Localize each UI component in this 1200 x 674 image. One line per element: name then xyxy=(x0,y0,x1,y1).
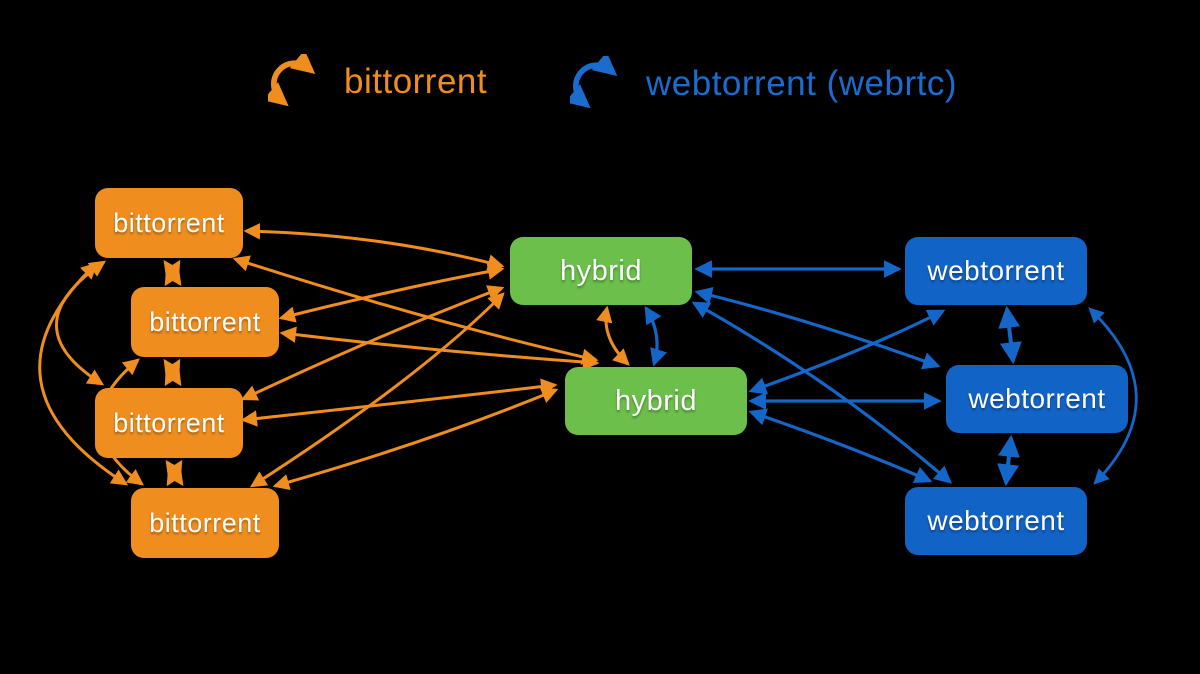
node-bittorrent-2: bittorrent xyxy=(131,287,279,357)
bittorrent-cycle-arrows-icon xyxy=(268,54,316,107)
edge-bittorrent-4-bittorrent-3 xyxy=(166,459,183,487)
edge-bittorrent-3-hybrid-2 xyxy=(240,378,558,427)
edge-bittorrent-4-hybrid-1 xyxy=(249,292,505,488)
edge-webtorrent-2-webtorrent-3 xyxy=(997,434,1020,487)
legend-item-webtorrent: webtorrent (webrtc) xyxy=(570,56,957,112)
node-hybrid-2: hybrid xyxy=(565,367,747,435)
edge-bittorrent-2-hybrid-1 xyxy=(278,263,505,323)
node-bittorrent-4: bittorrent xyxy=(131,488,279,558)
edge-bittorrent-2-hybrid-2 xyxy=(279,326,600,371)
edge-hybrid-1-hybrid-2-bittorrent xyxy=(596,305,630,366)
edge-webtorrent-1-webtorrent-2 xyxy=(998,305,1022,365)
node-webtorrent-3: webtorrent xyxy=(905,487,1087,555)
edge-hybrid-2-webtorrent-1 xyxy=(748,309,946,395)
legend-label-webtorrent: webtorrent (webrtc) xyxy=(646,64,957,103)
edge-hybrid-1-webtorrent-2 xyxy=(694,286,941,370)
legend-label-bittorrent: bittorrent xyxy=(344,62,488,101)
edge-bittorrent-4-hybrid-2 xyxy=(272,387,559,491)
webtorrent-cycle-arrows-icon xyxy=(570,56,618,109)
node-webtorrent-1: webtorrent xyxy=(905,237,1087,305)
edge-hybrid-2-webtorrent-3 xyxy=(748,408,933,484)
edge-webtorrent-1-webtorrent-3 xyxy=(1088,307,1138,485)
node-bittorrent-3: bittorrent xyxy=(95,388,243,458)
node-hybrid-1: hybrid xyxy=(510,237,692,305)
edge-hybrid-1-hybrid-2-webrtc xyxy=(644,305,667,367)
legend-item-bittorrent: bittorrent xyxy=(268,54,487,110)
node-webtorrent-2: webtorrent xyxy=(946,365,1128,433)
bittorrent-edges xyxy=(38,223,630,491)
edge-bittorrent-1-hybrid-1 xyxy=(243,223,505,271)
node-bittorrent-1: bittorrent xyxy=(95,188,243,258)
edge-bittorrent-2-bittorrent-1 xyxy=(164,259,181,287)
edge-bittorrent-3-bittorrent-2 xyxy=(164,358,181,387)
edge-bittorrent-1-bittorrent-4 xyxy=(38,262,129,486)
webrtc-edges xyxy=(644,260,1138,487)
